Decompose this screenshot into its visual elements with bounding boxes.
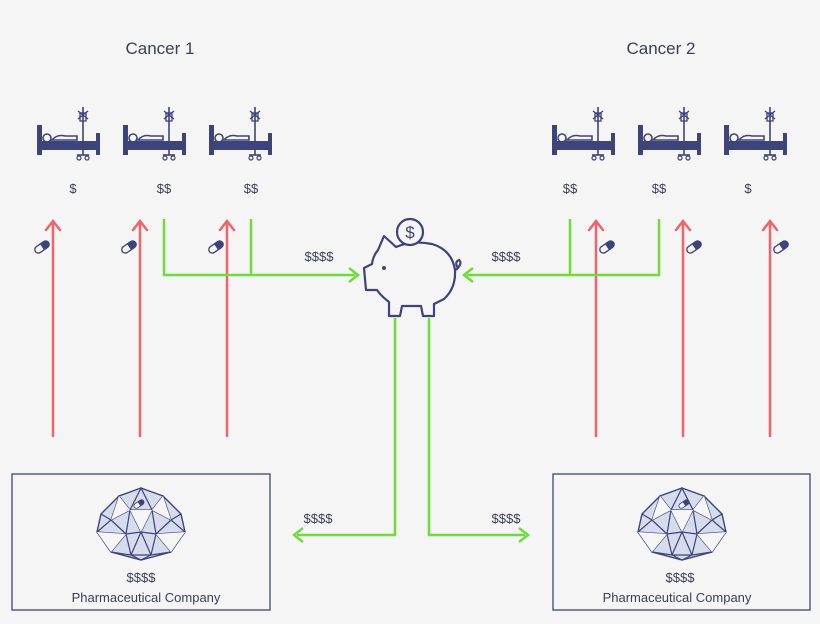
arrow-right-icon (518, 527, 531, 543)
arrow-up-icon (218, 218, 236, 438)
arrow-right-icon (348, 267, 361, 283)
pill-icon (206, 238, 226, 256)
company-amount: $$$$ (666, 570, 696, 585)
patient-amount: $ (744, 181, 752, 196)
money-flow-line (297, 318, 397, 537)
group-title-cancer-2: Cancer 2 (627, 39, 696, 58)
flow-to-company-label: $$$$ (492, 511, 522, 526)
money-flow-line (427, 318, 525, 537)
arrow-left-icon (291, 527, 304, 543)
pill-icon (684, 238, 704, 256)
arrow-up-icon (587, 218, 605, 438)
arrow-up-icon (674, 218, 692, 438)
coin-symbol: $ (405, 223, 415, 242)
company-name: Pharmaceutical Company (72, 590, 221, 605)
patient-amount: $$ (563, 181, 578, 196)
pill-icon (597, 238, 617, 256)
company-name: Pharmaceutical Company (603, 590, 752, 605)
flow-to-bank-label: $$$$ (305, 249, 335, 264)
arrow-up-icon (44, 218, 62, 438)
hospital-bed-icon (551, 106, 616, 161)
patient-amount: $$ (244, 181, 259, 196)
patient-amount: $ (69, 181, 77, 196)
hospital-bed-icon (208, 106, 273, 161)
hospital-bed-icon (723, 106, 788, 161)
patient-amount: $$ (652, 181, 667, 196)
flow-to-bank-label: $$$$ (492, 249, 522, 264)
arrow-up-icon (131, 218, 149, 438)
pill-icon (119, 238, 139, 256)
hospital-bed-icon (637, 106, 702, 161)
pill-icon (32, 238, 52, 256)
group-title-cancer-1: Cancer 1 (126, 39, 195, 58)
piggy-bank-icon (362, 234, 462, 318)
arrow-left-icon (461, 267, 474, 283)
dollar-coin-icon: $ (395, 217, 425, 247)
hospital-bed-icon (36, 106, 101, 161)
money-flow-line (162, 219, 355, 277)
flow-to-company-label: $$$$ (304, 511, 334, 526)
company-amount: $$$$ (127, 570, 157, 585)
arrow-up-icon (761, 218, 779, 438)
money-flow-line (467, 219, 661, 277)
patient-amount: $$ (157, 181, 172, 196)
pill-icon (771, 238, 791, 256)
hospital-bed-icon (122, 106, 187, 161)
